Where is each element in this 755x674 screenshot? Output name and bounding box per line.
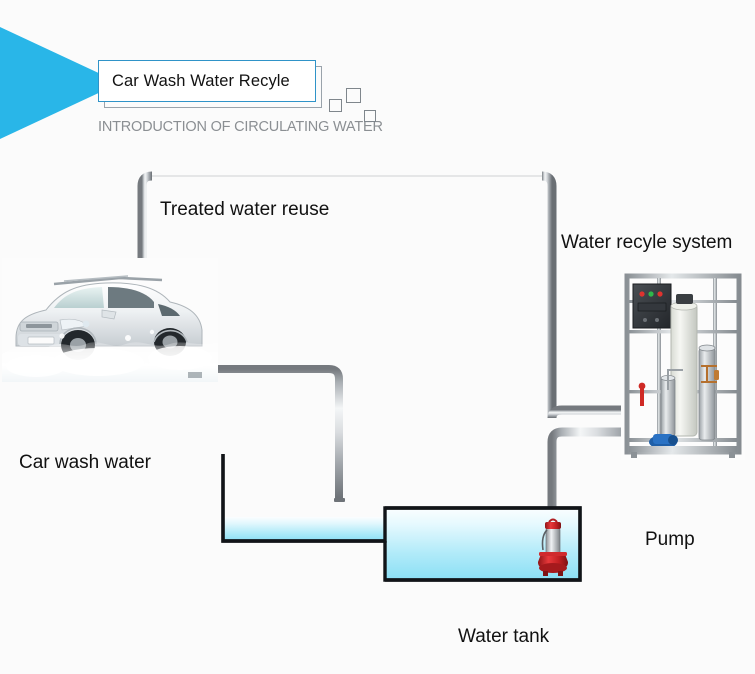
page-subtitle: INTRODUCTION OF CIRCULATING WATER <box>98 119 383 135</box>
label-water-recycle-system: Water recyle system <box>561 232 733 253</box>
tank-chamber-1-water <box>223 517 384 541</box>
water-recycle-system-unit <box>621 270 745 460</box>
deco-square-1-icon <box>329 99 342 112</box>
label-car-wash-water: Car wash water <box>19 452 151 473</box>
title-box: Car Wash Water Recyle <box>98 60 316 102</box>
label-pump: Pump <box>645 529 695 550</box>
car-wash-photo <box>2 258 218 382</box>
deco-square-3-icon <box>364 110 376 122</box>
label-treated-water-reuse: Treated water reuse <box>160 199 330 220</box>
label-water-tank: Water tank <box>458 626 550 647</box>
submersible-pump <box>533 516 573 578</box>
deco-square-2-icon <box>346 88 361 103</box>
page-title: Car Wash Water Recyle <box>112 71 290 90</box>
pipe-car-wash-drain <box>203 365 345 502</box>
tank-outline <box>221 454 582 582</box>
